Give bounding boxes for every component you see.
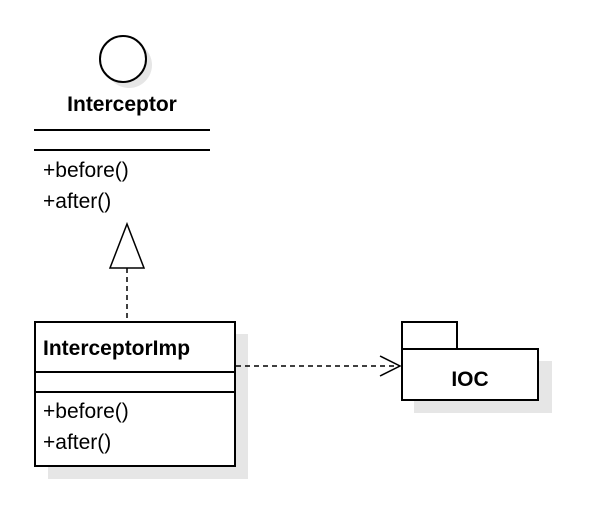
realization-triangle-icon [108,221,146,269]
interface-name: Interceptor [67,93,177,116]
interface-method-before: +before() [43,159,129,182]
class-method-before: +before() [43,400,129,423]
package-tab [401,321,458,350]
class-box [34,321,236,467]
class-interceptorimp[interactable] [34,321,248,479]
interface-interceptor[interactable] [34,35,210,151]
realization-arrow [108,221,146,322]
interface-circle-icon [99,35,147,83]
interface-method-after: +after() [43,190,112,213]
class-method-after: +after() [43,431,112,454]
dependency-arrow [236,355,402,377]
class-name: InterceptorImp [43,337,191,360]
package-body [401,348,539,401]
dependency-arrowhead-icon [379,355,402,377]
package-ioc[interactable] [401,321,552,413]
package-name: IOC [451,368,489,391]
